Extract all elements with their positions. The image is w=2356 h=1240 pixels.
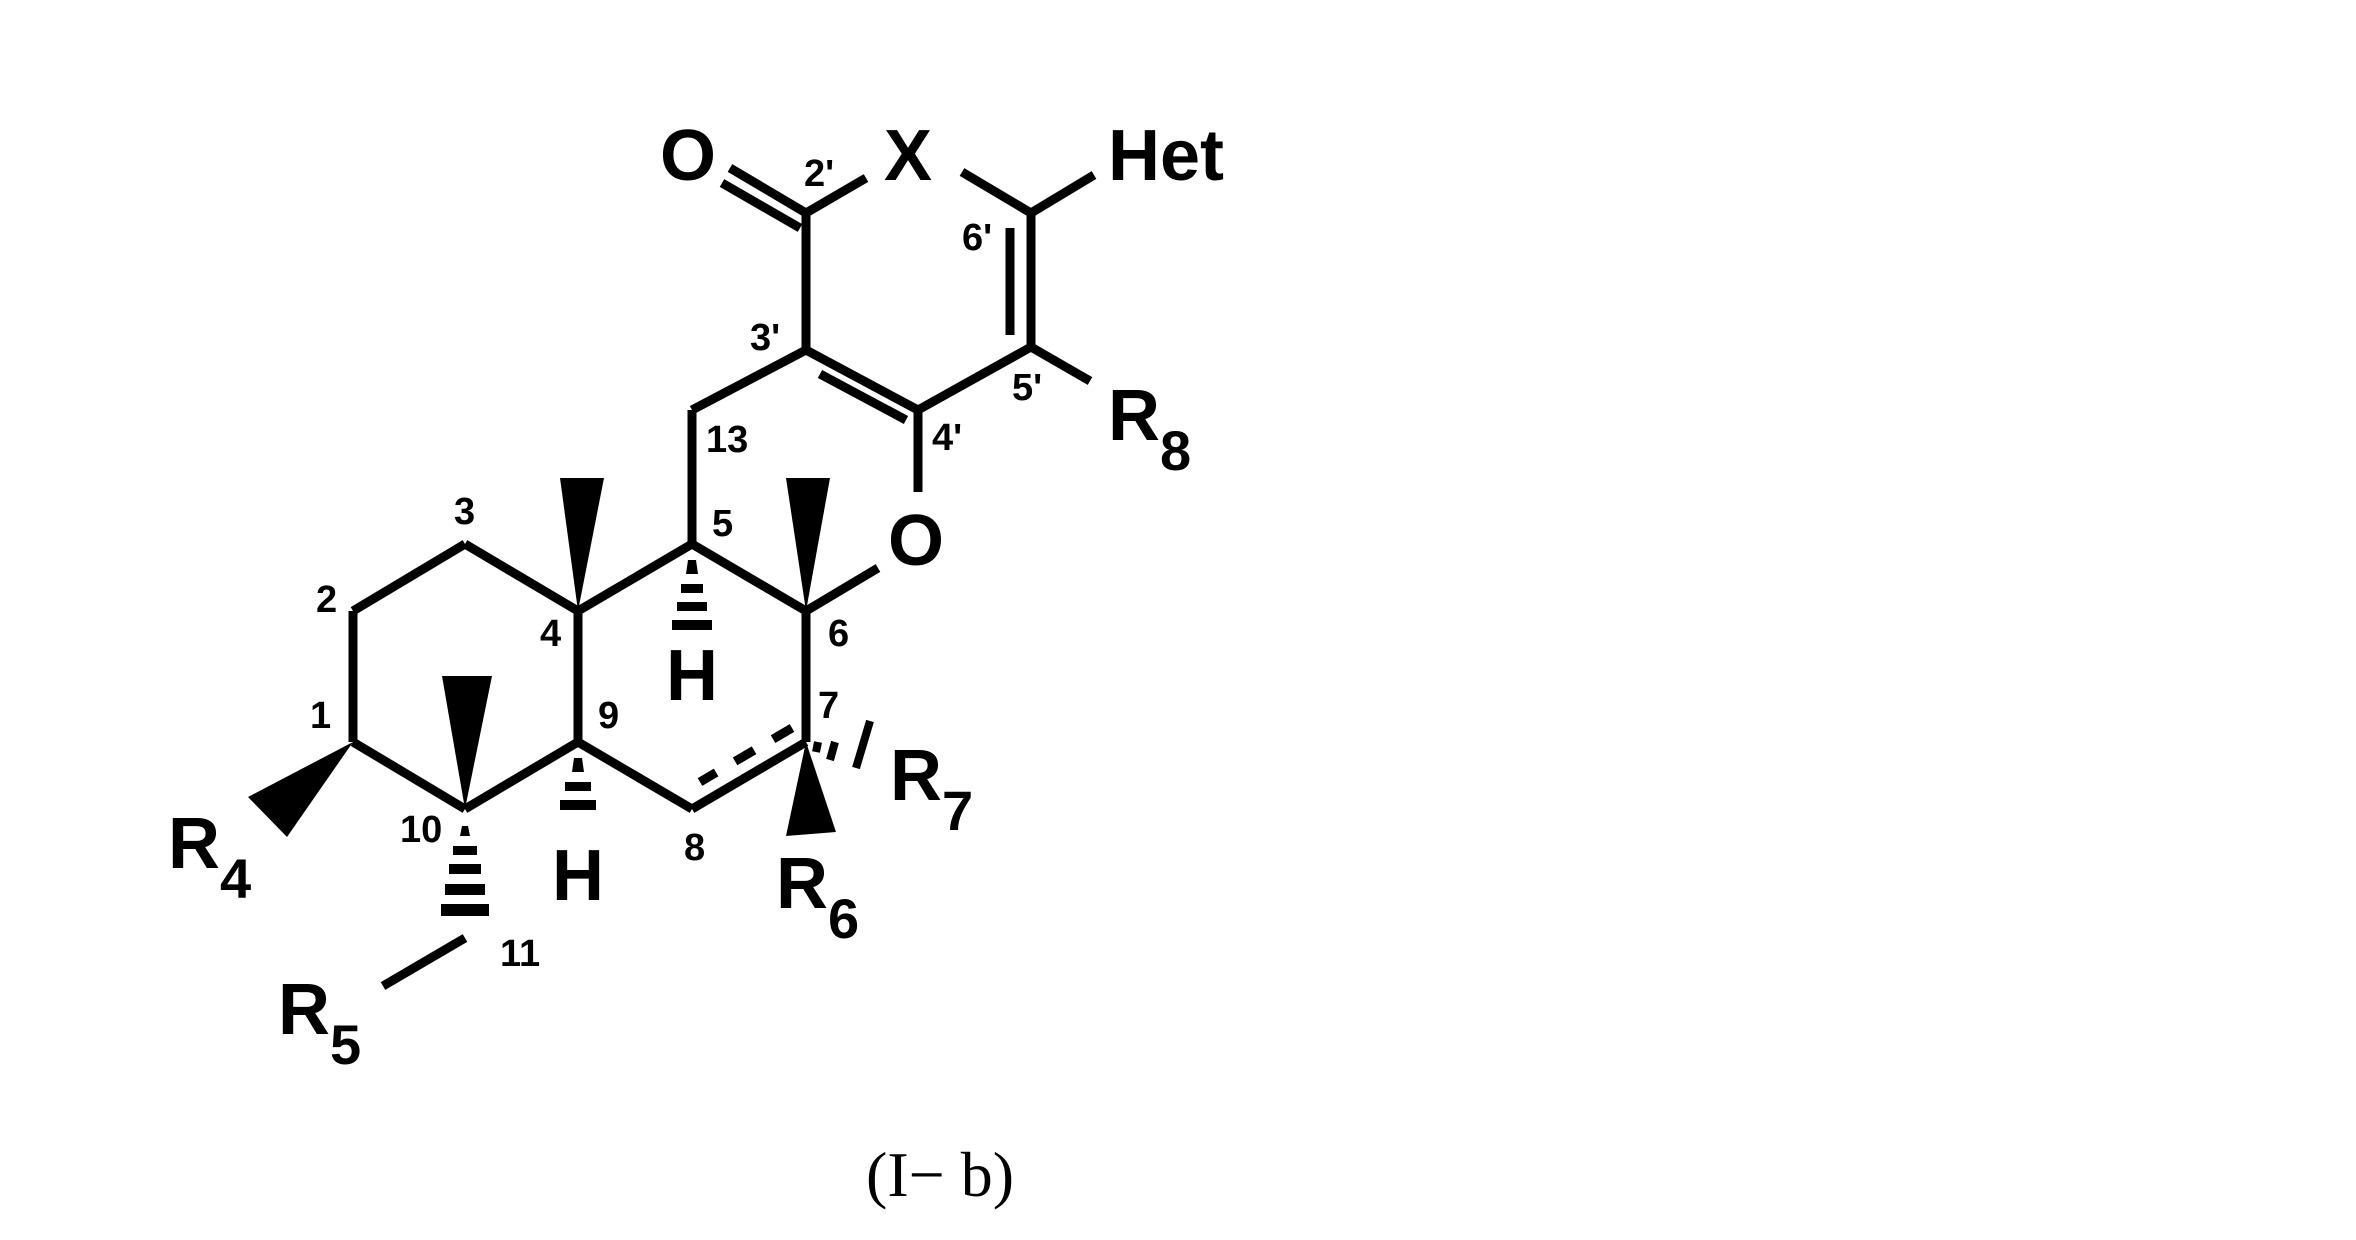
- locant-6-prime: 6': [962, 217, 992, 259]
- locant-5: 5: [712, 503, 733, 545]
- wedge-c10-methyl: [442, 676, 492, 809]
- substituent-r4: R 4: [168, 804, 251, 910]
- hash-c5-h-3: [677, 602, 707, 611]
- locant-2: 2: [316, 579, 337, 621]
- substituent-r8: R 8: [1108, 376, 1191, 482]
- hash-c5-h-2: [681, 584, 703, 593]
- svg-text:8: 8: [1160, 419, 1191, 482]
- bond-c11-r5: [380, 934, 468, 990]
- bond-c3-c4: [462, 540, 581, 615]
- svg-text:R: R: [1108, 376, 1160, 456]
- atom-carbonyl-oxygen: O: [660, 116, 716, 196]
- bond-c8-c9: [575, 738, 695, 813]
- atom-het: Het: [1108, 116, 1224, 196]
- svg-text:6: 6: [828, 887, 859, 950]
- hash-c5-h-4: [672, 620, 712, 630]
- locant-7: 7: [818, 685, 839, 727]
- locant-13: 13: [706, 419, 748, 461]
- locant-3-prime: 3': [750, 317, 780, 359]
- locant-3: 3: [454, 491, 475, 533]
- bond-c10-c1: [350, 738, 468, 813]
- hash-c10-c11-2: [453, 846, 477, 855]
- locant-4-prime: 4': [932, 417, 962, 459]
- hash-c9-h-2: [565, 782, 591, 791]
- figure-caption: (I− b): [866, 1139, 1014, 1210]
- bond-c7-c8-optional-double: [697, 724, 795, 786]
- atom-h-c9: H: [552, 836, 604, 916]
- locant-2-prime: 2': [804, 153, 834, 195]
- bond-c7-c8: [689, 738, 809, 813]
- locant-10: 10: [400, 809, 442, 851]
- bond-c4-c5: [575, 540, 695, 615]
- svg-text:R: R: [168, 804, 220, 884]
- svg-text:5: 5: [330, 1013, 361, 1076]
- locant-9: 9: [598, 695, 619, 737]
- hash-c10-c11-1: [460, 826, 470, 836]
- svg-text:R: R: [776, 844, 828, 924]
- bond-c6p-het: [1028, 171, 1097, 217]
- svg-text:4: 4: [220, 847, 251, 910]
- bond-c2p-x: [803, 174, 869, 217]
- bonds: [348, 164, 1097, 990]
- locant-labels: 1 2 3 4 5 6 7 8 9 10 11 13 2' 3' 4' 5' 6…: [310, 153, 1042, 975]
- hash-c10-c11-5: [441, 904, 489, 916]
- bond-c2p-o: [727, 164, 809, 217]
- bond-c3p-c4p: [803, 346, 921, 414]
- wedge-c6-methyl: [786, 478, 830, 611]
- locant-6: 6: [828, 613, 849, 655]
- wedge-c1-r4: [248, 742, 353, 837]
- locant-8: 8: [684, 827, 705, 869]
- locant-11: 11: [500, 933, 540, 975]
- bond-c5p-r8: [1028, 343, 1093, 385]
- substituent-r5: R 5: [278, 970, 361, 1076]
- locant-1: 1: [310, 695, 331, 737]
- wedge-bonds: [248, 478, 836, 837]
- atom-ring-oxygen: O: [888, 501, 944, 581]
- atom-x: X: [884, 116, 932, 196]
- hash-c7-r7: [812, 719, 874, 770]
- hash-c10-c11-3: [449, 864, 481, 874]
- bond-c13-c3p: [689, 346, 809, 414]
- hash-c10-c11-4: [445, 884, 485, 895]
- bond-c9-c10: [462, 738, 581, 813]
- hash-c5-h-1: [686, 560, 698, 574]
- wedge-c4-methyl: [560, 478, 604, 611]
- bond-c5-c6: [689, 540, 809, 615]
- bond-c2p-o-inner: [719, 179, 803, 232]
- bond-c4p-c5p: [915, 343, 1034, 414]
- locant-5-prime: 5': [1012, 367, 1042, 409]
- hash-bonds: [441, 560, 712, 916]
- locant-4: 4: [540, 613, 561, 655]
- bond-c2-c3: [350, 540, 468, 615]
- substituent-r6: R 6: [776, 844, 859, 950]
- svg-text:R: R: [278, 970, 330, 1050]
- atom-h-c5: H: [666, 636, 718, 716]
- bond-c6-o: [803, 564, 881, 615]
- svg-text:R: R: [890, 736, 942, 816]
- hash-c9-h-1: [572, 758, 584, 772]
- wedge-c7-r6: [786, 742, 836, 836]
- bond-c3p-c4p-inner: [817, 370, 909, 424]
- substituent-r7: R 7: [890, 736, 973, 842]
- hash-c9-h-3: [560, 800, 596, 810]
- bond-c6p-x: [959, 168, 1034, 217]
- svg-text:7: 7: [942, 779, 973, 842]
